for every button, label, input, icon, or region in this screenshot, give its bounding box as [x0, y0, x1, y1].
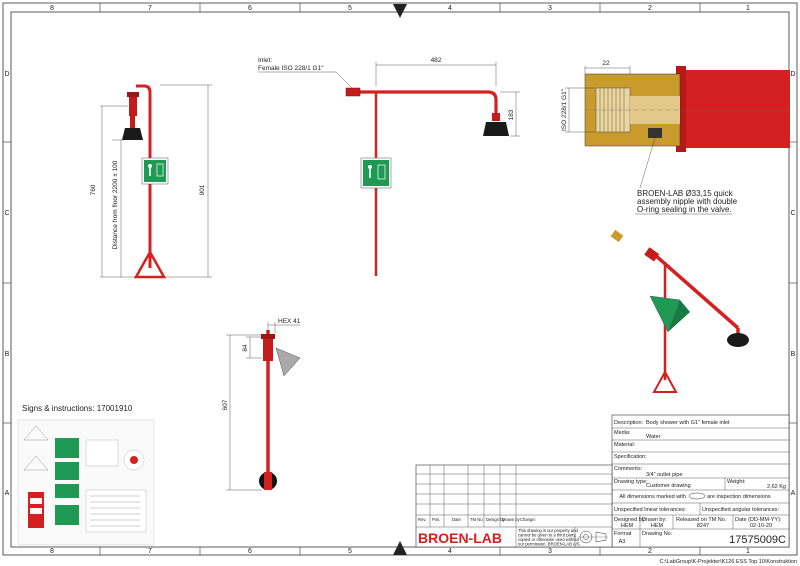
shower-front-view: [258, 62, 520, 276]
col-label: 7: [148, 5, 152, 12]
description-label: Description:: [614, 420, 644, 426]
rev-header: Rev.: [418, 517, 426, 522]
sign-thumb-icon: [55, 505, 79, 525]
col-label: 8: [50, 548, 54, 555]
col-label: 6: [248, 548, 252, 555]
nipple-label-2: assembly nipple with double: [637, 197, 738, 206]
design-header: Design by: [486, 517, 506, 522]
shower-head-icon: [727, 333, 749, 347]
drawing-type-value: Customer drawing: [646, 483, 691, 489]
notice-line-1: This drawing is our property and: [518, 528, 578, 533]
drawn-header: Drawn by: [502, 517, 521, 522]
title-block: [415, 414, 790, 548]
pos-header: Pos.: [432, 517, 440, 522]
col-label: 4: [448, 548, 452, 555]
dim-901: 901: [199, 184, 206, 195]
signs-label: Signs & instructions: 17001910: [22, 404, 133, 413]
drawn-by-label: Drawn by:: [642, 517, 667, 523]
inspection-mark-icon: [688, 492, 706, 500]
format-value: A3: [619, 539, 626, 545]
notice-line-3: copied or otherwise used without: [518, 537, 580, 542]
change-header: Change:: [520, 517, 536, 522]
date-label: Date (DD-MM-YY):: [735, 517, 782, 523]
col-label: 2: [648, 5, 652, 12]
inspection-text-post: are inspection dimensions: [707, 494, 771, 500]
col-label: 5: [348, 548, 352, 555]
col-label: 1: [746, 548, 750, 555]
nipple-label-3: O-ring sealing in the valve.: [637, 205, 732, 214]
released-label: Released on TM No.: [676, 517, 727, 523]
row-label: C: [4, 210, 9, 217]
shower-side-detail: [226, 322, 301, 491]
dim-floor-distance: Distance from floor 2200 ± 100: [112, 160, 119, 249]
tm-header: TM No.: [470, 517, 484, 522]
col-label: 3: [548, 548, 552, 555]
column-labels: 8 7 6 5 4 3 2 1 8 7 6 5 4 3 2 1: [50, 3, 750, 555]
date-value: 02-10-20: [750, 523, 772, 529]
dim-84: 84: [242, 344, 249, 352]
row-label: A: [5, 490, 10, 497]
comments-label: Comments:: [614, 466, 643, 472]
col-label: 7: [148, 548, 152, 555]
dim-607: 607: [222, 399, 229, 410]
signs-instructions-sheet: [17, 419, 155, 546]
nipple-label-1: BROEN-LAB Ø33,15 quick: [637, 189, 734, 198]
col-label: 1: [746, 5, 750, 12]
inlet-label: Inlet:: [258, 57, 272, 64]
sign-thumb-icon: [55, 484, 79, 498]
sign-thumb-icon: [55, 462, 79, 480]
drawing-type-label: Drawing type:: [614, 479, 648, 485]
row-label: D: [790, 71, 795, 78]
shower-head-icon: [122, 128, 143, 140]
notice-line-2: cannot be given to a third party,: [518, 533, 576, 538]
shower-side-view: [100, 84, 212, 279]
shower-head-icon: [483, 122, 509, 136]
sign-thumb-icon: [55, 438, 79, 458]
description-value: Body shower with G1" female inlet: [646, 420, 730, 426]
material-label: Material:: [614, 442, 636, 448]
weight-value: 2,62 Kg: [767, 484, 786, 490]
brand-logo: BROEN-LAB: [418, 530, 502, 546]
drawn-by-value: HEM: [651, 523, 664, 529]
dim-760: 760: [90, 184, 97, 195]
media-label: Media:: [614, 430, 631, 436]
linear-tolerance-label: Unspecified linear tolerances:: [614, 507, 687, 513]
media-value: Water: [646, 434, 661, 440]
col-label: 4: [448, 5, 452, 12]
col-label: 2: [648, 548, 652, 555]
row-label: D: [4, 71, 9, 78]
specification-label: Specification:: [614, 454, 647, 460]
inlet-spec: Female ISO 228/1 G1": [258, 65, 324, 72]
dim-thread: ISO 228/1 G1": [561, 88, 568, 131]
col-label: 8: [50, 5, 54, 12]
row-label: B: [5, 351, 10, 358]
row-label: A: [791, 490, 796, 497]
format-label: Format: [614, 531, 632, 537]
col-label: 3: [548, 5, 552, 12]
dim-hex: HEX 41: [278, 318, 301, 325]
row-label: C: [790, 210, 795, 217]
angular-tolerance-label: Unspecified angular tolerances:: [702, 507, 780, 513]
col-label: 6: [248, 5, 252, 12]
date-header: Date: [452, 517, 462, 522]
col-label: 5: [348, 5, 352, 12]
notice-line-4: our permission. BROEN-LAB A/S: [518, 542, 580, 547]
comments-value: 3/4" outlet pipe: [646, 472, 683, 478]
dim-482: 482: [431, 57, 442, 64]
inlet-section-detail: [565, 66, 790, 215]
row-labels: D C B A D C B A: [3, 71, 797, 497]
shower-isometric-view: [610, 229, 749, 393]
designed-by-value: HEM: [621, 523, 634, 529]
dim-22: 22: [602, 60, 610, 67]
row-label: B: [791, 351, 796, 358]
designed-by-label: Designed by:: [614, 517, 647, 523]
footer-path: C:\LabGroup\K-Projekter\K126 ESS Top 10\…: [660, 559, 797, 565]
drawing-no-label: Drawing No.: [642, 531, 673, 537]
dim-183: 183: [508, 109, 515, 120]
weight-label: Weight:: [727, 479, 746, 485]
drawing-number: 17575009C: [729, 534, 786, 546]
released-value: 8247: [697, 523, 709, 529]
inspection-text-pre: All dimensions marked with: [619, 494, 686, 500]
